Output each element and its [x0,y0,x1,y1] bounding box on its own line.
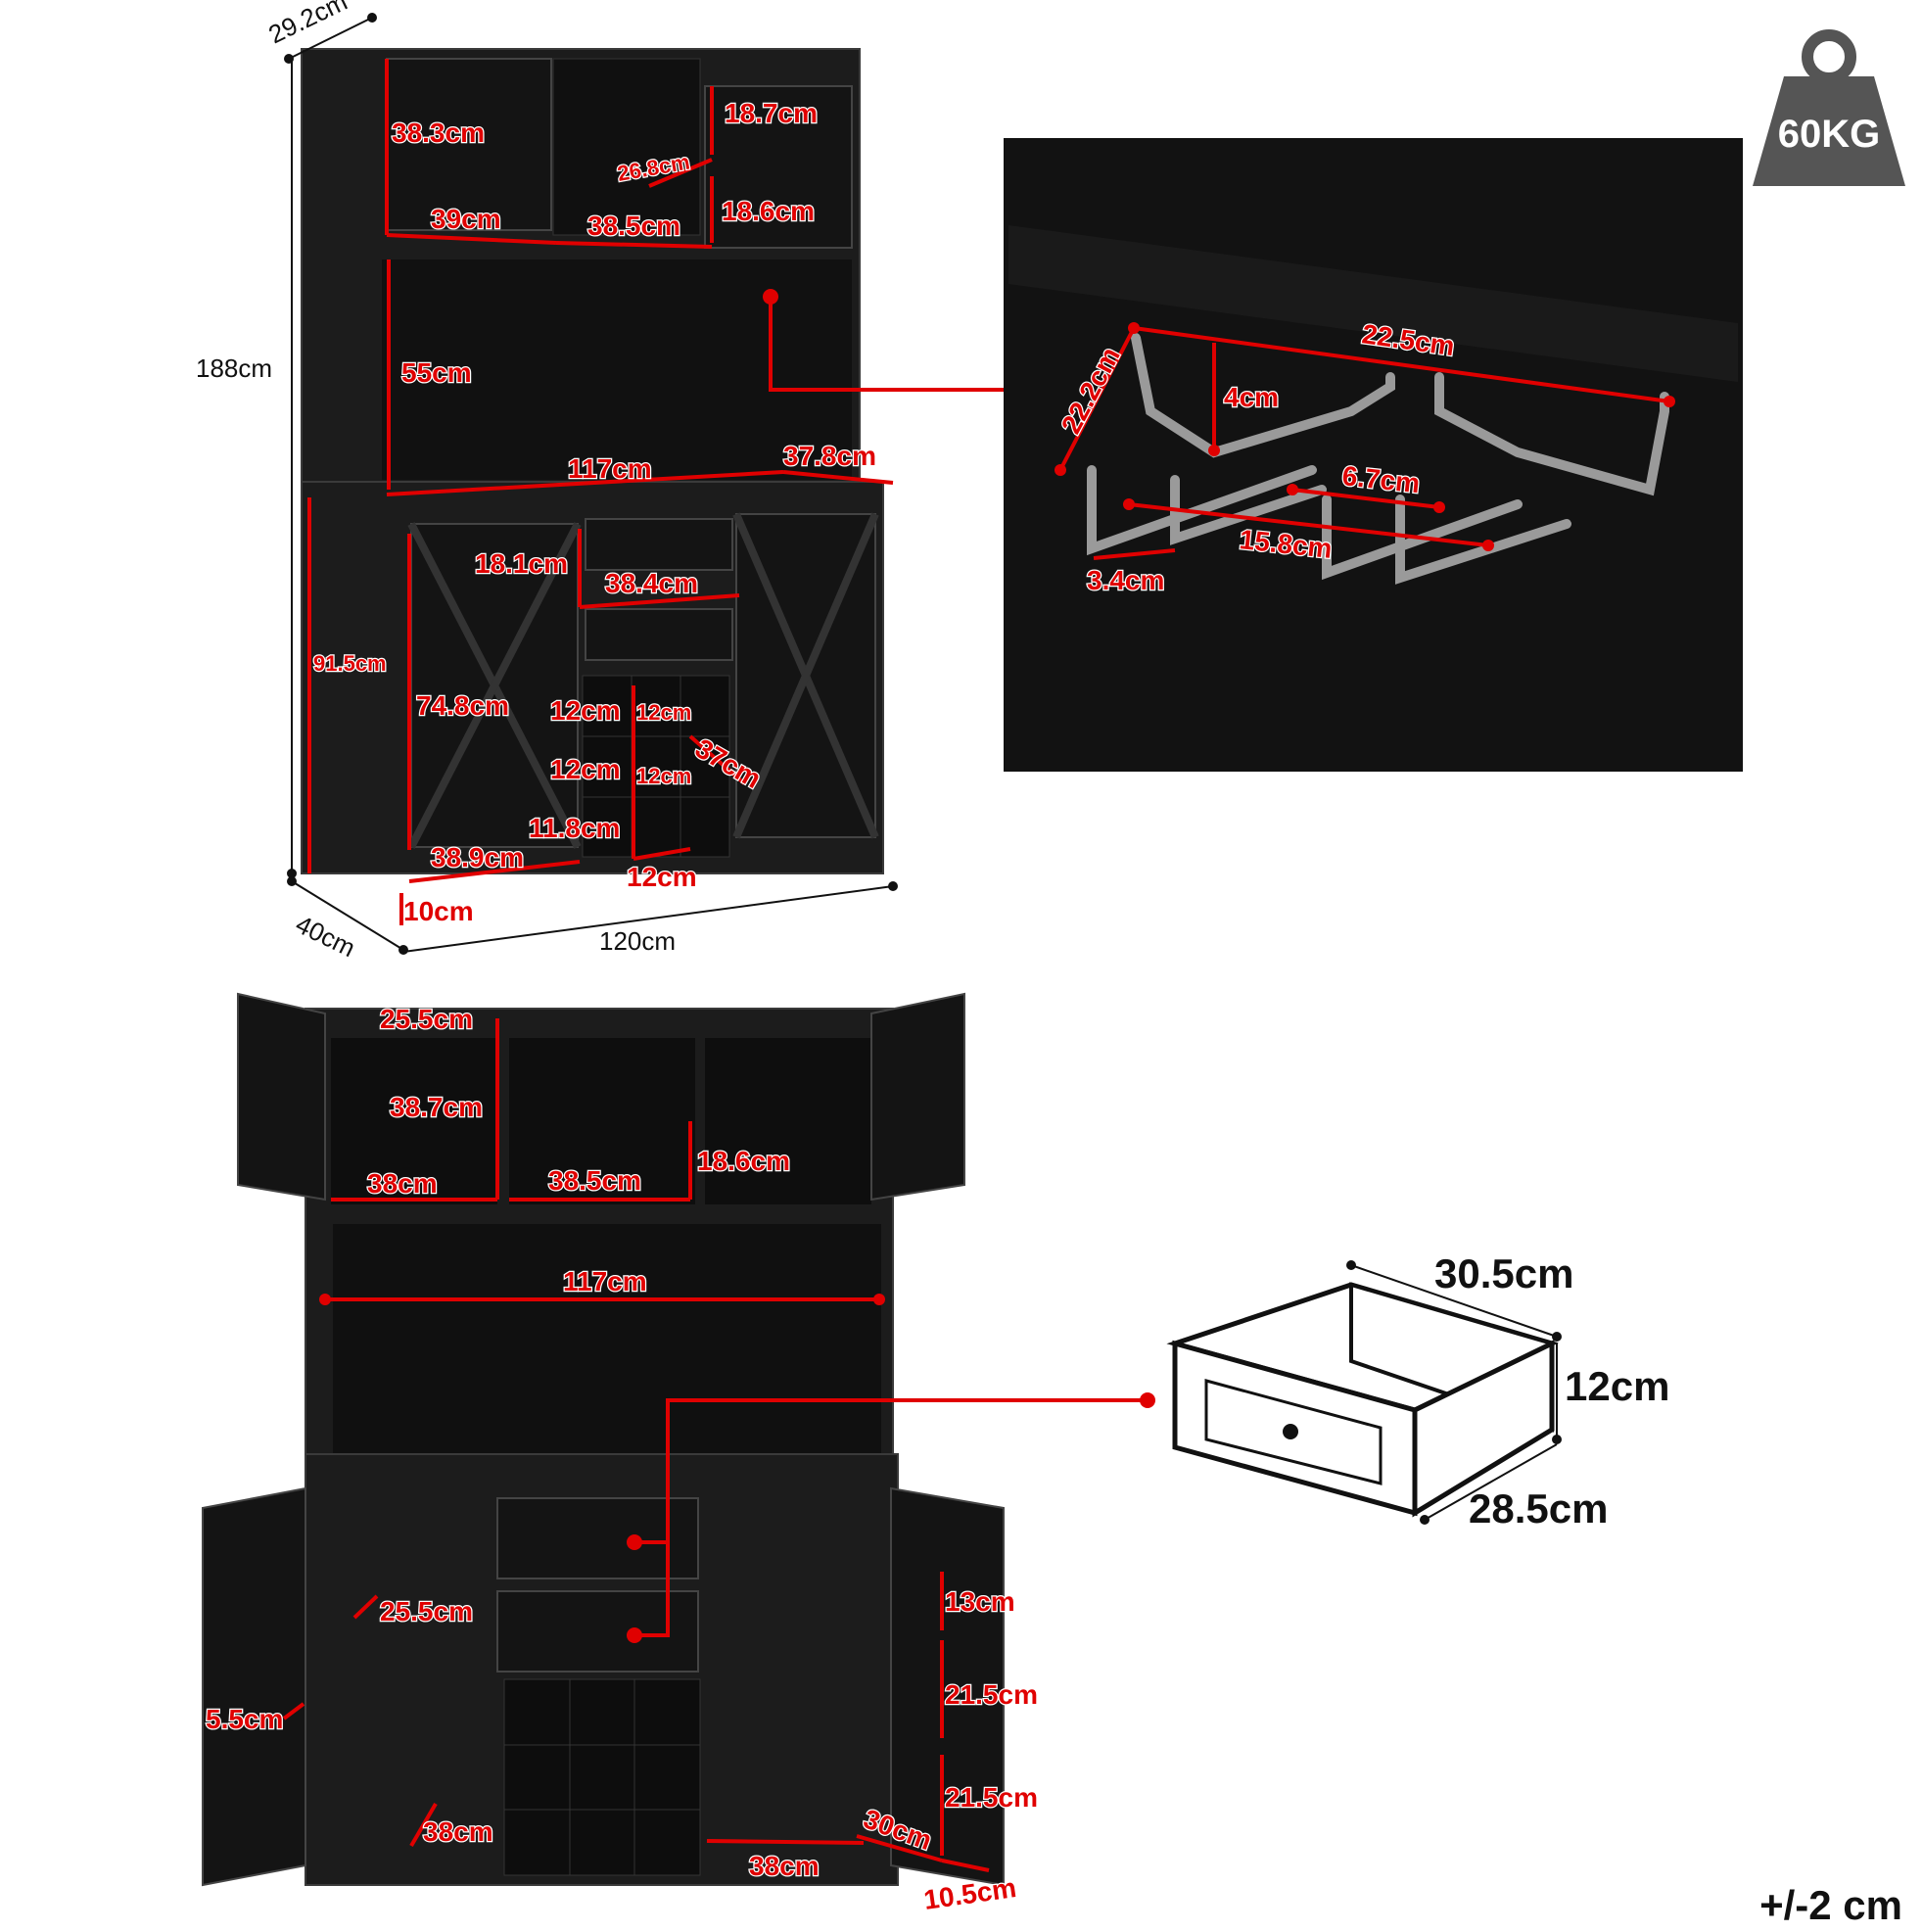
open-drawer-2 [496,1590,699,1673]
dim-door-h: 74.8cm [416,690,509,721]
dim-drawer-w: 38.4cm [605,568,698,598]
dim-base-door-w: 38.9cm [431,842,524,872]
dim-upper-left-w: 39cm [431,204,501,234]
open-view: 25.5cm 38.7cm 38cm 38.5cm 18.6cm 117cm 2… [202,992,1155,1916]
open-upper-w: 38cm [367,1168,438,1199]
rack-height: 4cm [1224,382,1279,412]
dim-upper-right-shelf-h: 18.7cm [725,98,818,128]
open-drawer-1 [496,1497,699,1579]
front-dims: 38.3cm 18.7cm 26.8cm 18.6cm 39cm 38.5cm … [307,59,894,927]
weight-icon [1753,76,1905,186]
dim-counter-d: 37.8cm [783,441,876,471]
front-view: 29.2cm 188cm 40cm 120cm 38.3cm 18.7cm 26… [196,0,1019,963]
open-counter-space [333,1224,881,1454]
weight-badge: 60KG [1753,29,1905,186]
tolerance-note: +/-2 cm [1759,1882,1902,1928]
open-lower-right-w: 38cm [749,1851,820,1881]
drawer-depth: 30.5cm [1434,1250,1573,1296]
drawer-knob-icon [1283,1424,1298,1439]
open-upper-h: 38.7cm [390,1092,483,1122]
base-drawer-2 [585,608,733,661]
open-wine-rack [503,1678,701,1876]
open-rack-bot: 21.5cm [945,1782,1038,1813]
open-upper-right [705,1038,871,1204]
open-door-rack-d: 5.5cm [206,1704,283,1734]
open-upper-right-door [870,992,965,1202]
height-label: 188cm [196,353,272,383]
open-upper-left-door [237,992,326,1202]
dim-right-lower-shelf-h: 18.6cm [722,196,815,226]
rack-slot: 3.4cm [1087,565,1164,595]
upper-left-door [386,58,552,231]
open-base-left-door [202,1486,306,1887]
dim-wine-w2: 12cm [636,764,691,788]
open-door-shelf-w: 10.5cm [922,1872,1018,1915]
open-rack-mid: 21.5cm [945,1679,1038,1710]
drawer-detail: 30.5cm 12cm 28.5cm [1166,1250,1669,1531]
base-drawer-1 [585,518,733,571]
dim-counter-w: 117cm [568,453,652,484]
open-top-depth: 25.5cm [380,1004,473,1034]
dim-plinth-h: 10cm [403,896,474,926]
dim-wine-h2: 12cm [550,754,621,784]
dim-wine-w1: 12cm [636,700,691,725]
weight-handle-icon [1802,29,1856,84]
open-lower-left-w: 38cm [423,1816,493,1847]
weight-label: 60KG [1778,113,1881,156]
dim-wine-w3: 12cm [627,862,697,892]
glass-rack-icon [1087,333,1669,585]
open-left-depth: 25.5cm [380,1596,473,1626]
dim-center-w: 38.5cm [587,211,680,241]
dim-base-h: 91.5cm [313,651,387,676]
open-center-w: 38.5cm [548,1165,641,1196]
depth-top-label: 29.2cm [263,0,352,49]
dim-wine-h1: 12cm [550,695,621,726]
width-label: 120cm [599,926,676,956]
rack-callout-line [769,297,1011,392]
drawer-height: 12cm [1565,1363,1669,1409]
upper-right-door [704,85,853,249]
rack-photo-frame [1004,138,1743,772]
open-upper-left [331,1038,497,1204]
open-shelf-h: 18.6cm [697,1146,790,1176]
open-rack-top: 13cm [945,1586,1015,1617]
dim-wine-h3: 11.8cm [529,813,620,843]
drawer-callout-line [634,1398,1148,1544]
dim-open-h: 55cm [401,357,472,388]
upper-center-shelf [552,58,701,236]
open-counter-w: 117cm [563,1266,647,1296]
rack-detail: 22.5cm 22.2cm 4cm 6.7cm 15.8cm 3.4cm [1004,138,1743,772]
dim-side-drawer-h: 18.1cm [475,548,568,579]
open-upper-center [509,1038,695,1204]
drawer-width: 28.5cm [1469,1485,1608,1531]
dim-upper-door-h: 38.3cm [392,118,485,148]
open-base-right-door [890,1486,1005,1887]
